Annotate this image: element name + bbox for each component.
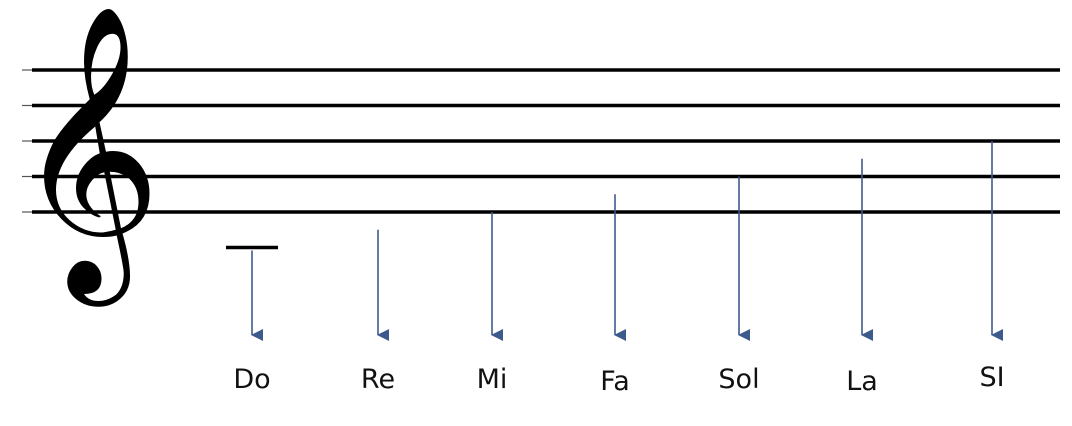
note-label-la: La xyxy=(846,366,878,397)
note-label-do: Do xyxy=(233,364,271,395)
treble-clef-icon: 𝄞 xyxy=(14,2,162,307)
staff-lines xyxy=(22,68,1060,214)
note-label-re: Re xyxy=(360,364,396,395)
note-label-sol: Sol xyxy=(718,364,760,395)
note-label-mi: Mi xyxy=(476,364,508,395)
note-arrows xyxy=(251,141,1003,341)
note-label-si: SI xyxy=(979,362,1005,393)
note-label-fa: Fa xyxy=(600,366,630,397)
